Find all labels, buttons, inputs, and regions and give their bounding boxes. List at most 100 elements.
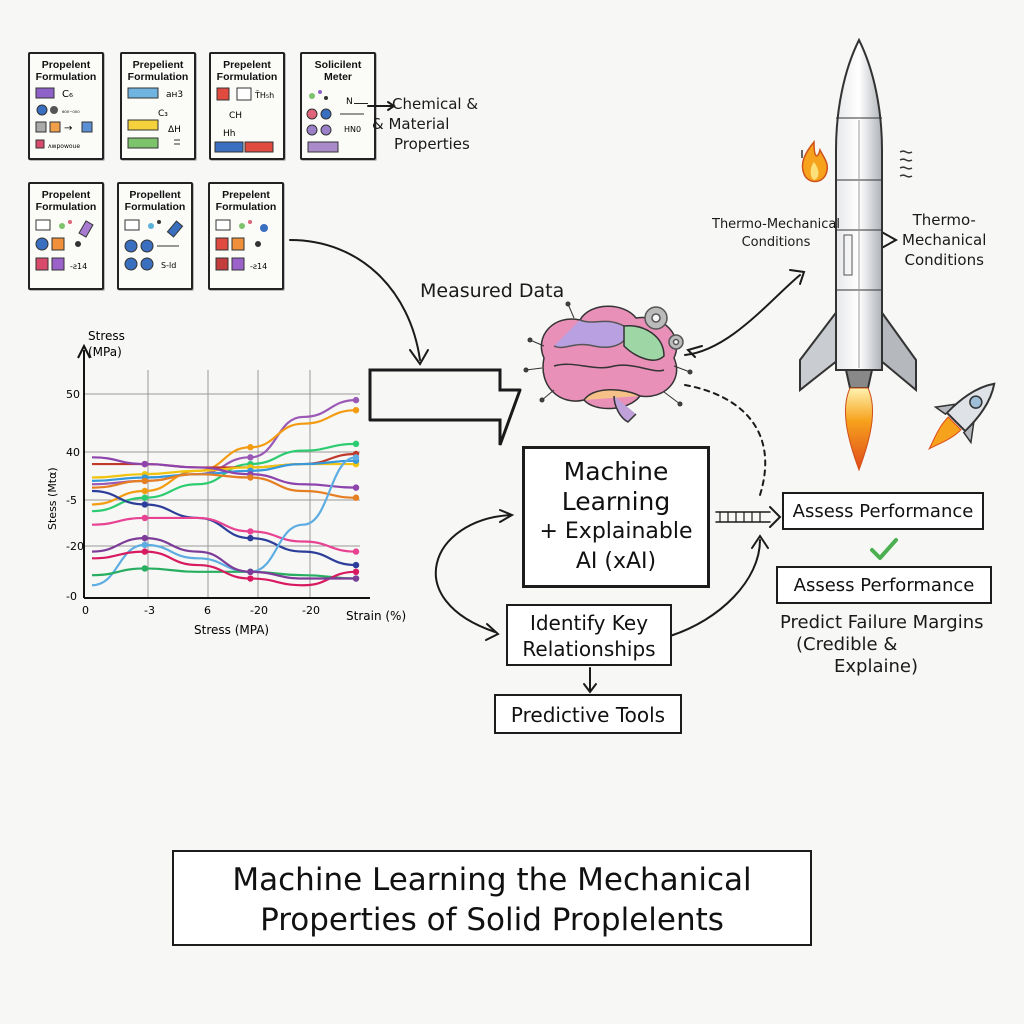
data-point — [247, 474, 254, 481]
data-point — [247, 534, 254, 542]
data-point — [141, 565, 148, 572]
chemical-properties-label: Chemical & & Material Properties — [354, 94, 479, 154]
ml-line: + Explainable — [539, 519, 693, 544]
card-title: Propelent Formulation — [35, 189, 97, 213]
arrow-data-to-ml — [289, 239, 421, 361]
x-label-right: Strain (%) — [346, 609, 406, 623]
data-point — [141, 534, 148, 542]
y-tick-label: -20 — [66, 540, 84, 553]
predict-failure-label: Predict Failure Margins (Credible & Expl… — [780, 612, 984, 678]
predict-line: (Credible & — [796, 634, 898, 655]
series-line — [91, 459, 357, 482]
card-title: Solicilent Meter — [314, 59, 362, 83]
x-tick-label: -20 — [250, 604, 268, 617]
data-point — [247, 575, 254, 582]
assess-performance-box: Assess Performance — [782, 492, 984, 530]
gear-icon — [644, 306, 684, 350]
formulation-card: Prepelient Formulation aн3 C₃ ΔH — [120, 52, 196, 160]
arrow-icon — [354, 103, 368, 105]
formulation-card: Propelent Formulation C₆ ₆₀₀₋₀₀₀ → ʌʍpow… — [28, 52, 104, 160]
thermo-line: Conditions — [741, 235, 811, 250]
data-point — [352, 396, 360, 404]
series-line — [91, 567, 357, 580]
data-point — [352, 548, 360, 555]
diagram-title-box: Machine Learning the Mechanical Properti… — [172, 850, 812, 946]
y-label-top-unit: (MPa) — [88, 345, 122, 359]
data-point — [247, 444, 254, 451]
check-icon — [870, 538, 898, 560]
card-chip: -ƨ14 — [70, 262, 87, 271]
rocket-icon — [799, 37, 917, 472]
ml-xai-box: Machine Learning + Explainable AI (xAI) — [522, 446, 710, 588]
chart-lines — [91, 396, 360, 587]
card-chip: -ƨ14 — [250, 262, 267, 271]
arrow-identify-assess — [669, 539, 761, 637]
data-point — [141, 487, 148, 495]
card-chip: ₆₀₀₋₀₀₀ — [62, 108, 80, 115]
thermo-line: Mechanical — [902, 231, 987, 249]
y-tick-label: -5 — [66, 494, 77, 507]
card-chip: aн3 — [166, 90, 183, 100]
series-line — [91, 473, 357, 499]
card-chip: S-ld — [161, 261, 176, 270]
thermo-left-label: Thermo-Mechanical Conditions — [712, 216, 840, 252]
thermo-line: Conditions — [904, 251, 984, 269]
data-point — [141, 477, 148, 485]
card-title: Prepelent Formulation — [216, 59, 278, 83]
identify-relationships-box: Identify Key Relationships — [506, 604, 672, 666]
card-sketch: T̄H₅h CH Hh — [214, 87, 274, 153]
card-chip: T̄H₅h — [254, 90, 274, 100]
y-label-top: Stress — [88, 329, 125, 343]
data-point — [247, 454, 254, 461]
data-point — [352, 575, 360, 582]
data-point — [141, 494, 148, 501]
dashed-brain-assess — [684, 384, 767, 496]
data-point — [352, 561, 360, 569]
measured-data-label: Measured Data — [420, 280, 565, 302]
arrow-brain-rocket — [684, 274, 801, 356]
card-sketch: aн3 C₃ ΔH — [127, 87, 183, 149]
x-tick-label: -20 — [302, 604, 320, 617]
card-title: Propelent Formulation — [35, 59, 97, 83]
title-line: Machine Learning the Mechanical — [232, 862, 752, 898]
series-line — [91, 537, 356, 580]
ml-line: AI (xAI) — [575, 549, 657, 574]
title-line: Properties of Solid Proplelents — [260, 902, 724, 938]
predictive-tools-box: Predictive Tools — [494, 694, 682, 734]
thermo-right-label: Thermo- Mechanical Conditions — [902, 210, 986, 270]
small-rocket-icon — [927, 382, 996, 451]
assess-performance-box-2: Assess Performance — [776, 566, 992, 604]
y-label-side: Stess (Mtα) — [46, 467, 59, 530]
thermo-line: Thermo-Mechanical — [712, 217, 840, 232]
card-chip: Hh — [223, 129, 235, 139]
predict-line: Predict Failure Margins — [780, 612, 984, 633]
series-line — [91, 489, 357, 567]
formulation-card: Solicilent Meter N HN0 — [300, 52, 376, 160]
card-sketch: N HN0 — [306, 90, 364, 153]
card-chip: → — [64, 123, 72, 134]
thermo-line: Thermo- — [912, 211, 976, 229]
card-title: Propellent Formulation — [124, 189, 186, 213]
big-arrow-outline — [368, 368, 522, 446]
card-title: Prepelient Formulation — [127, 59, 189, 83]
data-point — [247, 568, 254, 575]
data-point — [352, 494, 360, 501]
data-point — [352, 440, 360, 448]
data-point — [141, 541, 148, 549]
data-point — [141, 548, 148, 555]
predict-line: Explaine) — [834, 656, 918, 677]
data-point — [352, 407, 360, 414]
chem-line: Properties — [394, 135, 470, 153]
chem-line: Chemical & — [392, 95, 479, 113]
card-chip: C₆ — [62, 89, 73, 100]
card-chip: C₃ — [158, 109, 168, 119]
flame-icon — [801, 139, 829, 183]
data-point — [141, 460, 148, 468]
card-title: Prepelent Formulation — [215, 189, 277, 213]
formulation-card: Propellent Formulation S-ld — [117, 182, 193, 290]
card-chip: HN0 — [344, 125, 361, 134]
y-tick-label: -0 — [66, 590, 77, 603]
ml-line: Learning — [561, 487, 671, 516]
